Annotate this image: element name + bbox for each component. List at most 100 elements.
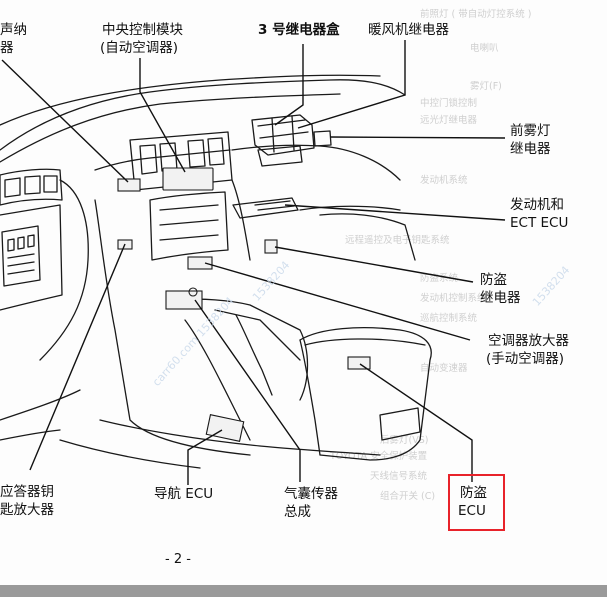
label-front-fog: 前雾灯 [510, 123, 551, 139]
left-panel [0, 168, 63, 206]
center-vent [187, 139, 206, 168]
dash-curve [0, 429, 61, 441]
bleed-through-text: 前照灯 ( 带自动灯控系统 ) [420, 9, 532, 20]
leader-antitheft-relay [274, 246, 474, 283]
right-dash [299, 205, 401, 211]
left-vent [43, 175, 58, 193]
label-central-module: 中央控制模块 [102, 22, 183, 38]
label-transponder-sub: 匙放大器 [0, 502, 54, 518]
bleed-through-text: TOYOTA 安全保护装置 [330, 451, 428, 462]
relay-box-3 [251, 114, 315, 156]
bottom-scroll-bar[interactable] [0, 585, 607, 597]
label-nav-ecu: 导航 ECU [154, 486, 214, 502]
console [184, 319, 251, 441]
label-antitheft-relay: 防盗 [480, 272, 507, 288]
leader-relay-box-3 [274, 44, 304, 126]
label-central-module-sub: (自动空调器) [100, 40, 179, 56]
center-vent [207, 137, 225, 166]
relay-box-3-detail [257, 115, 309, 153]
antitheft-ecu-box [347, 356, 371, 370]
label-front-fog-sub: 继电器 [510, 141, 551, 157]
label-engine-ecu-sub: ECT ECU [510, 215, 569, 231]
relay-box-3-lower [257, 145, 303, 167]
label-blower-relay: 暖风机继电器 [368, 22, 449, 38]
label-antitheft-relay-sub: 继电器 [480, 290, 521, 306]
armrest-front [379, 407, 421, 441]
top-left-component [117, 178, 141, 192]
console [179, 298, 309, 401]
leader-transponder [29, 243, 126, 471]
bleed-through-text: 远光灯继电器 [420, 115, 478, 126]
lower-left-panel [0, 204, 63, 311]
floor-line [59, 439, 201, 469]
engine-ecu [232, 197, 299, 219]
bleed-through-text: 巡航控制系统 [420, 313, 478, 324]
glove-box [319, 213, 416, 261]
bleed-through-text: 雾灯(F) [470, 81, 502, 92]
label-relay-box-3: 3 号继电器盒 [258, 22, 340, 38]
armrest [299, 327, 432, 461]
center-stack [94, 199, 251, 456]
dashboard-outline [0, 93, 341, 163]
fuse-box [1, 225, 41, 287]
leader-engine-ecu [284, 204, 506, 221]
shifter [235, 314, 273, 396]
climate-panel [149, 191, 229, 261]
leader-nav [187, 429, 223, 485]
leader-central-module [139, 58, 186, 173]
right-dash [231, 179, 251, 261]
bleed-through-text: 发动机系统 [420, 175, 468, 186]
bleed-through-text: 天线信号系统 [370, 471, 428, 482]
leader-front-fog [329, 136, 506, 139]
nav-ecu-box [205, 414, 245, 442]
leader-top-left [1, 59, 129, 183]
leader-ac-amp [204, 262, 471, 341]
leader-blower-relay [297, 40, 406, 129]
ac-amp-box [187, 256, 213, 270]
floor-line [99, 419, 381, 456]
right-dash [231, 144, 401, 181]
label-ac-amp: 空调器放大器 [488, 333, 569, 349]
label-antitheft-ecu-sub: ECU [458, 503, 486, 519]
bleed-through-text: 远程遥控及电子钥匙系统 [345, 235, 450, 246]
dash-curve [0, 389, 81, 421]
label-top-left-2: 器 [0, 40, 14, 56]
label-top-left: 声纳 [0, 22, 27, 38]
bleed-through-text: 中控门锁控制 [420, 98, 478, 109]
leader-antitheft-ecu [359, 363, 473, 482]
dashboard-outline [0, 79, 406, 151]
bleed-through-text: 防盗系统 [420, 273, 459, 284]
fuse-detail [7, 234, 35, 252]
left-vent [24, 175, 41, 195]
highlight-box [448, 474, 505, 531]
armrest [299, 339, 321, 456]
bleed-through-text: 组合开关 (C) [380, 491, 436, 502]
label-transponder: 应答器钥 [0, 484, 54, 500]
climate-panel-inner [159, 204, 219, 241]
console [214, 309, 301, 361]
fog-relay [313, 130, 332, 147]
bleed-through-text: 后雾灯(VS) [380, 435, 429, 446]
engine-ecu-detail [254, 200, 295, 211]
armrest-top [304, 338, 426, 346]
fuse-detail [7, 253, 35, 275]
left-vent [4, 177, 21, 198]
label-antitheft-ecu: 防盗 [460, 485, 487, 501]
bleed-through-text: 电喇叭 [470, 43, 499, 54]
bleed-through-text: 自动变速器 [420, 363, 468, 374]
center-vent [139, 144, 158, 175]
page-number: - 2 - [165, 552, 191, 567]
central-module-box [162, 167, 214, 191]
antitheft-relay-box [264, 239, 278, 254]
label-ac-amp-sub: (手动空调器) [486, 351, 565, 367]
label-engine-ecu: 发动机和 [510, 197, 564, 213]
bleed-through-text: 发动机控制系统 [420, 293, 487, 304]
airbag-connector [188, 287, 198, 297]
leader-airbag [194, 299, 301, 482]
dash-curve [39, 179, 89, 361]
label-airbag: 气囊传器 [284, 486, 338, 502]
center-stack [94, 149, 231, 171]
label-airbag-sub: 总成 [284, 504, 311, 520]
